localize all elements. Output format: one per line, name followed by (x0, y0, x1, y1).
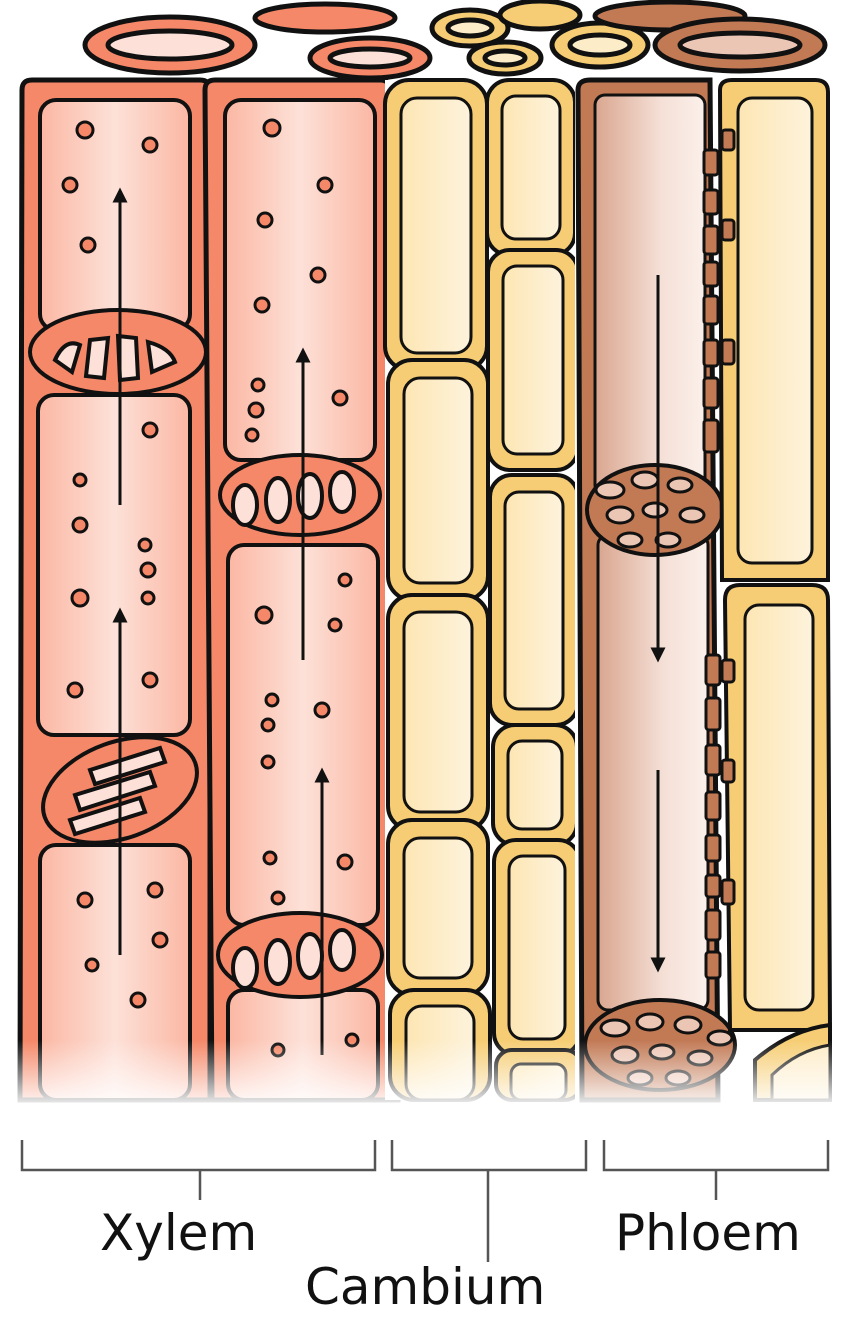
sieve-plate (587, 465, 723, 555)
phloem-label: Phloem (615, 1208, 801, 1258)
cambium-region (385, 80, 585, 1100)
cambium-bracket (392, 1140, 586, 1262)
xylem-label: Xylem (100, 1208, 257, 1258)
xylem-perforation-plate (220, 455, 380, 535)
companion-cells (720, 80, 830, 1100)
top-cell-openings (85, 1, 825, 78)
xylem-perforation-plate (30, 310, 206, 394)
xylem-bracket (22, 1140, 375, 1200)
bottom-fade (0, 1040, 845, 1110)
xylem-region (20, 80, 398, 1100)
cambium-label: Cambium (305, 1262, 545, 1312)
phloem-bracket (604, 1140, 828, 1200)
phloem-region (575, 80, 830, 1100)
xylem-perforation-plate (218, 913, 382, 997)
